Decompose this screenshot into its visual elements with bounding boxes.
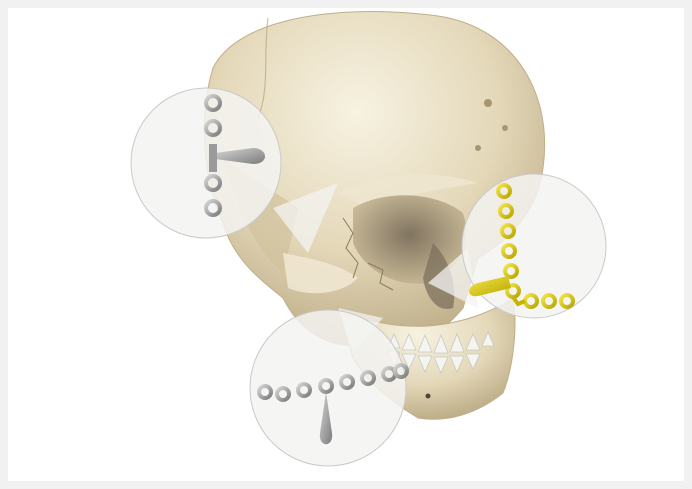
illustration-frame (8, 8, 684, 481)
skull-illustration (8, 8, 684, 481)
